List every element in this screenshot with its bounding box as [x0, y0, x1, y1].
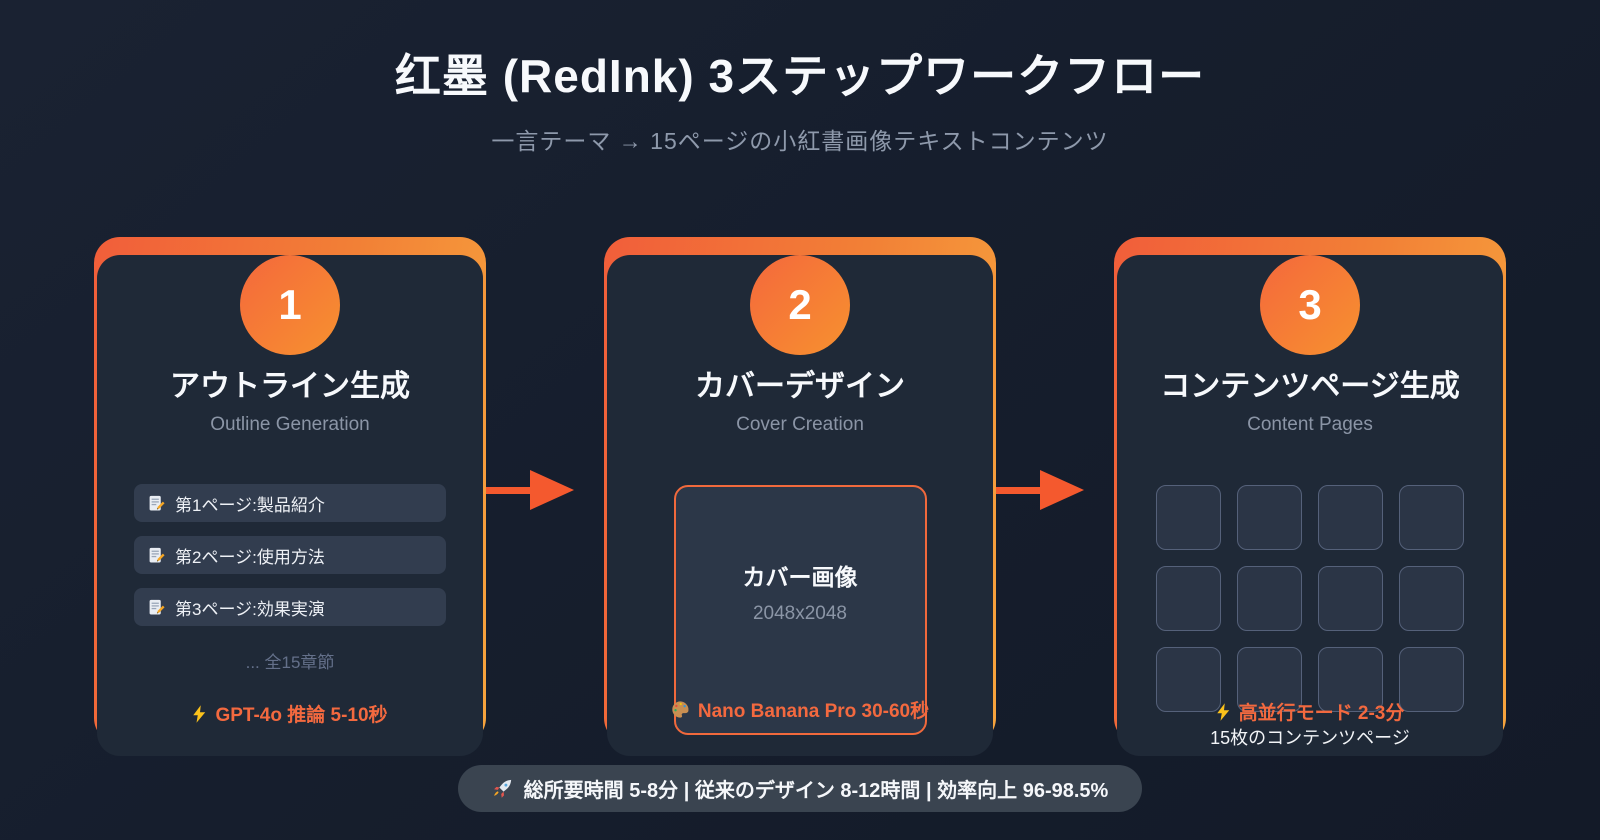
step-title-2: カバーデザイン [695, 370, 905, 403]
outline-more-label: ... 全15章節 [245, 653, 335, 672]
content-page-placeholder [1318, 566, 1383, 631]
outline-list-item: 第1ページ:製品紹介 [134, 484, 446, 522]
content-page-placeholder [1399, 485, 1464, 550]
step-number-badge-2: 2 [750, 255, 850, 355]
content-page-placeholder [1318, 485, 1383, 550]
content-page-placeholder [1318, 647, 1383, 712]
step-footnote-label-3: 高並行モード 2-3分 [1238, 703, 1405, 724]
content-page-placeholder [1237, 647, 1302, 712]
step-footnote-label-2: Nano Banana Pro 30-60秒 [697, 701, 930, 722]
header: 红墨 (RedInk) 3ステップワークフロー 一言テーマ → 15ページの小紅… [0, 50, 1600, 154]
outline-list-item: 第2ページ:使用方法 [134, 536, 446, 574]
outline-item-label: 第3ページ:効果実演 [175, 599, 325, 619]
outline-list-item: 第3ページ:効果実演 [134, 588, 446, 626]
content-page-placeholder [1156, 566, 1221, 631]
rocket-icon [492, 778, 513, 799]
step-footnote-1: GPT-4o 推論 5-10秒 [97, 700, 483, 727]
summary-row: 総所要時間 5-8分 | 従来のデザイン 8-12時間 | 効率向上 96-98… [0, 765, 1600, 812]
memo-icon [148, 599, 165, 616]
lightning-icon [192, 704, 207, 723]
content-page-placeholder [1156, 485, 1221, 550]
outline-list: 第1ページ:製品紹介 第2ページ:使用方法 [134, 484, 446, 626]
outline-item-label: 第2ページ:使用方法 [175, 547, 325, 567]
palette-icon [671, 700, 690, 719]
cover-size-label: 2048x2048 [752, 602, 848, 624]
page-subtitle: 一言テーマ → 15ページの小紅書画像テキストコンテンツ [491, 128, 1109, 154]
step-card-outline: 1 アウトライン生成 Outline Generation 第1ページ:製品紹介 [94, 237, 486, 756]
step-title-1: アウトライン生成 [170, 370, 410, 403]
step-subtitle-1: Outline Generation [210, 414, 370, 435]
arrow-head-icon [530, 470, 574, 510]
content-page-placeholder [1237, 485, 1302, 550]
summary-label: 総所要時間 5-8分 | 従来のデザイン 8-12時間 | 効率向上 96-98… [523, 780, 1109, 802]
step-card-cover: 2 カバーデザイン Cover Creation カバー画像 2048x2048 [604, 237, 996, 756]
pages-grid [1156, 485, 1464, 712]
lightning-icon [1216, 702, 1231, 721]
flow-arrow-1 [486, 237, 604, 744]
memo-icon [148, 495, 165, 512]
outline-item-label: 第1ページ:製品紹介 [175, 495, 325, 515]
flow-arrow-2 [996, 237, 1114, 744]
step-number-3: 3 [1298, 281, 1322, 328]
pages-count-caption: 15枚のコンテンツページ [1210, 728, 1410, 748]
content-page-placeholder [1156, 647, 1221, 712]
content-page-placeholder [1399, 566, 1464, 631]
cover-label: カバー画像 [742, 563, 858, 590]
memo-icon [148, 547, 165, 564]
arrow-line [486, 487, 538, 494]
content-page-placeholder [1399, 647, 1464, 712]
step-number-badge-3: 3 [1260, 255, 1360, 355]
step-subtitle-2: Cover Creation [736, 414, 864, 435]
step-card-content-pages: 3 コンテンツページ生成 Content Pages 高並行モード 2-3分 1… [1114, 237, 1506, 756]
content-page-placeholder [1237, 566, 1302, 631]
step-number-2: 2 [788, 281, 812, 328]
summary-pill: 総所要時間 5-8分 | 従来のデザイン 8-12時間 | 効率向上 96-98… [457, 765, 1143, 812]
cover-image-placeholder: カバー画像 2048x2048 Nano Banan [671, 485, 929, 735]
steps-row: 1 アウトライン生成 Outline Generation 第1ページ:製品紹介 [0, 237, 1600, 756]
step-footnote-3: 高並行モード 2-3分 [1117, 698, 1503, 725]
step-footnote-label-1: GPT-4o 推論 5-10秒 [215, 705, 388, 726]
step-subtitle-3: Content Pages [1247, 414, 1373, 435]
step-footnote-2: Nano Banana Pro 30-60秒 [671, 696, 929, 723]
arrow-line [996, 487, 1048, 494]
step-number-badge-1: 1 [240, 255, 340, 355]
step-number-1: 1 [278, 281, 302, 328]
step-title-3: コンテンツページ生成 [1160, 370, 1460, 403]
page-title: 红墨 (RedInk) 3ステップワークフロー [394, 50, 1206, 102]
arrow-head-icon [1040, 470, 1084, 510]
